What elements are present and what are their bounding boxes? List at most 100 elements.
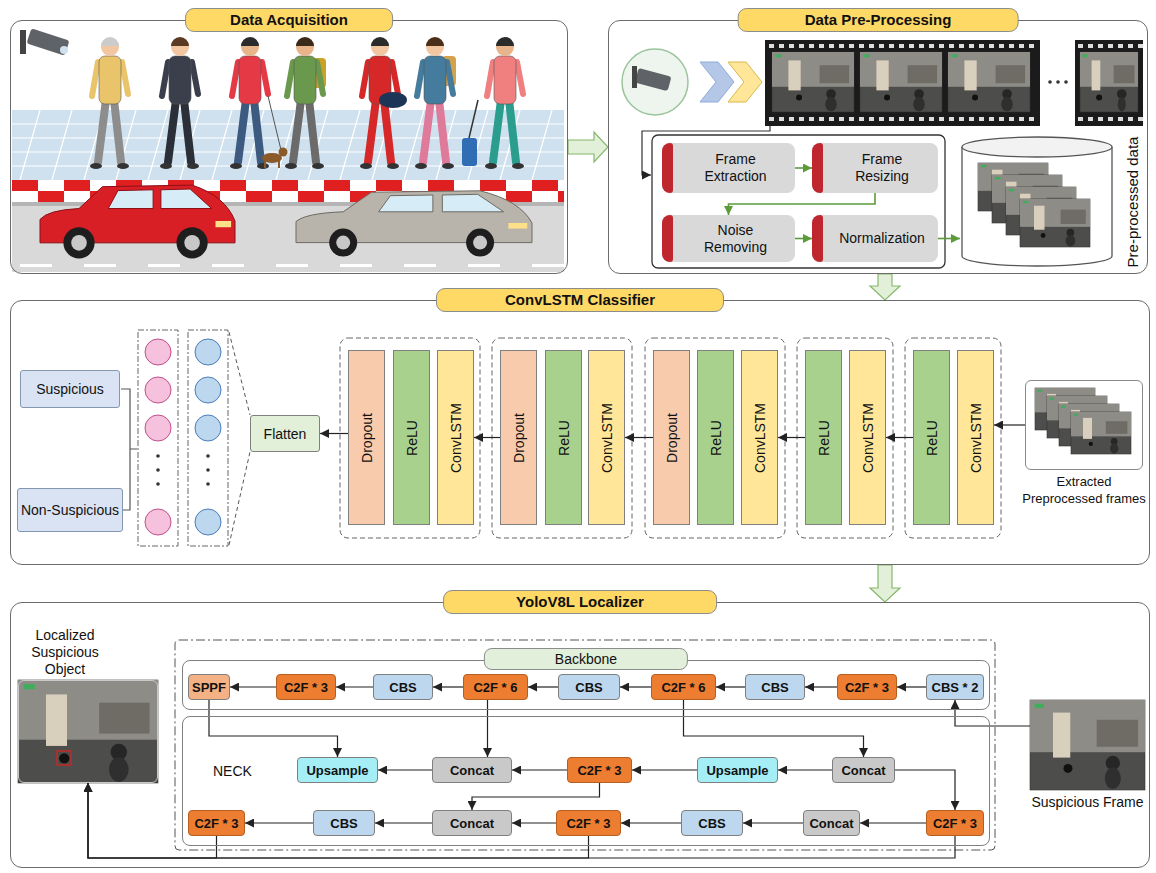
photo-ground [1020, 199, 1090, 247]
hair [241, 37, 259, 46]
photo-door [46, 694, 67, 746]
film-hole [999, 117, 1004, 121]
film-hole [969, 117, 974, 121]
camera-badge [622, 49, 688, 115]
photo-counter [820, 65, 850, 83]
film-hole [909, 44, 914, 48]
layer-label: ReLU [404, 420, 420, 456]
connector [472, 783, 600, 810]
photo-wall [1030, 700, 1145, 752]
caption-holder: Localized Suspicious Object [23, 627, 107, 678]
barrier-block [64, 191, 90, 202]
photo-door [1053, 713, 1070, 758]
cylinder-shape [960, 135, 1146, 268]
neuron [195, 415, 221, 441]
barrier-block [558, 191, 564, 202]
photo-wall [948, 52, 1030, 87]
film-hole [849, 117, 854, 121]
ellipsis-dot [156, 454, 160, 458]
flatten-layer: Flatten [250, 415, 320, 452]
connector [860, 822, 926, 823]
module-label: Upsample [306, 763, 368, 778]
film-hole [819, 117, 824, 121]
detection-box [57, 751, 71, 765]
photo-person [1001, 97, 1012, 111]
film-hole [1108, 44, 1113, 48]
connector [512, 769, 567, 770]
film-hole [989, 117, 994, 121]
arm [417, 62, 423, 96]
heading-tab: Data Pre-Processing [738, 8, 1019, 32]
cbs-module: CBS * 2 [926, 674, 984, 700]
connector [886, 437, 913, 438]
shoe [187, 163, 199, 169]
leg [254, 100, 261, 162]
photo-ground [860, 52, 942, 112]
photo-exit-sign [981, 165, 987, 167]
concat-module: Concat [432, 810, 512, 836]
film-hole [979, 44, 984, 48]
cylinder-top [962, 137, 1112, 157]
film-hole [789, 44, 794, 48]
photo-object [1096, 95, 1102, 101]
head [241, 38, 259, 56]
flow-arrow [870, 565, 900, 602]
shoe [90, 163, 102, 169]
connector [729, 193, 876, 215]
module-label: CBS [389, 680, 416, 695]
dog-leg [278, 161, 280, 168]
barrier-block [272, 191, 298, 202]
ellipsis-dot [206, 482, 210, 486]
film-hole [819, 44, 824, 48]
floor-tile-line [12, 123, 564, 124]
film-hole [839, 117, 844, 121]
dog-head [279, 148, 288, 157]
photo-exit-sign [24, 684, 35, 689]
heading-tab: Data Acquisition [185, 8, 393, 32]
photo-ground [1030, 700, 1145, 790]
film-hole [859, 44, 864, 48]
text-holder: Dropout [511, 413, 527, 463]
connector [209, 700, 338, 757]
leg [293, 100, 301, 162]
arm [447, 62, 453, 94]
arm [162, 62, 168, 96]
step-tab [812, 143, 823, 193]
photo-exit-sign [1023, 201, 1029, 203]
film-hole [769, 44, 774, 48]
barrier-block [480, 180, 506, 191]
class-label: Non-Suspicious [21, 502, 119, 519]
cbs-module: CBS [745, 674, 805, 700]
image-frame-box: Suspicious Frame [1030, 700, 1145, 790]
car-illustration [40, 185, 235, 258]
barrier-block [220, 180, 246, 191]
leg [439, 100, 446, 162]
duffel-bag [379, 92, 407, 108]
module-label: Concat [841, 763, 885, 778]
suitcase-handle [469, 100, 478, 138]
connector [897, 686, 926, 687]
photo-thumbnail [948, 52, 1030, 112]
road-dash [404, 264, 436, 267]
text-holder: ConvLSTM [860, 402, 876, 472]
layer-label: Dropout [511, 413, 527, 463]
relu-layer: ReLU [805, 350, 842, 525]
step-label: Frame Resizing [836, 151, 928, 185]
convlstm-layer: ConvLSTM [741, 350, 778, 525]
film-hole [1138, 117, 1143, 121]
photo-thumbnail [1080, 52, 1138, 112]
road-dash [84, 264, 116, 267]
barrier-block [506, 191, 532, 202]
shoe [312, 163, 324, 169]
layer-group-box [905, 338, 1001, 538]
module-label: C2F * 6 [661, 680, 705, 695]
arm [362, 62, 368, 96]
film-hole [1098, 44, 1103, 48]
barrier-block [350, 180, 376, 191]
barrier-block [532, 180, 558, 191]
leg [423, 100, 431, 162]
film-hole [799, 117, 804, 121]
photo-counter [99, 703, 149, 734]
heading-tab: YoloV8L Localizer [443, 590, 717, 614]
photo-exit-sign [1035, 704, 1044, 709]
